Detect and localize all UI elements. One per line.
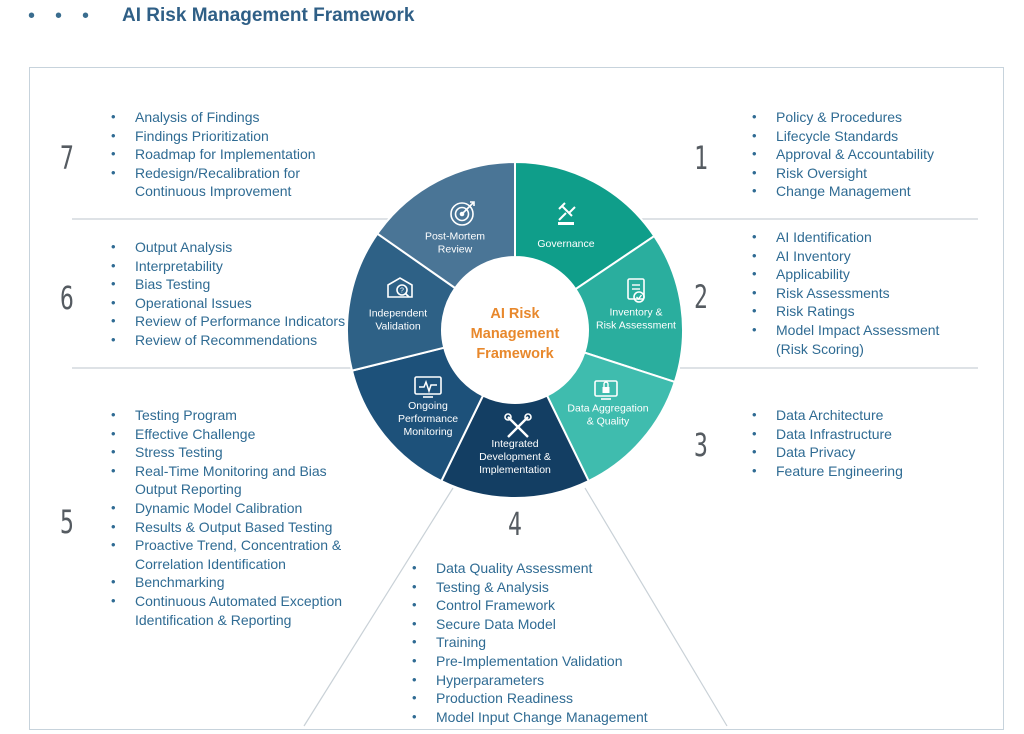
segment-label-ongoing-monitoring-3: Monitoring xyxy=(403,426,452,438)
list-item: Change Management xyxy=(752,182,1006,201)
list-item: Risk Ratings xyxy=(752,302,1006,321)
center-title-line-3: Framework xyxy=(476,346,554,362)
gavel-icon xyxy=(558,202,576,225)
center-title-line-1: AI Risk xyxy=(490,306,540,322)
segment-label-data-aggregation-1: Data Aggregation xyxy=(567,403,648,415)
list-item: Risk Oversight xyxy=(752,164,1006,183)
section-number-2: 2 xyxy=(694,278,708,316)
segment-label-data-aggregation-2: & Quality xyxy=(587,416,630,428)
list-item: Interpretability xyxy=(111,257,385,276)
list-item: Data Infrastructure xyxy=(752,425,1006,444)
segment-label-ongoing-monitoring-2: Performance xyxy=(398,413,458,425)
list-item: Bias Testing xyxy=(111,275,385,294)
list-item: Production Readiness xyxy=(412,689,706,708)
segment-label-inventory-2: Risk Assessment xyxy=(596,320,676,332)
list-item: Operational Issues xyxy=(111,294,385,313)
list-item: Analysis of Findings xyxy=(111,108,380,127)
list-item: Data Quality Assessment xyxy=(412,559,706,578)
list-item: Results & Output Based Testing xyxy=(111,518,380,537)
segment-label-post-mortem-2: Review xyxy=(438,244,473,256)
list-item: Testing Program xyxy=(111,406,380,425)
target-icon xyxy=(450,201,475,226)
list-item: Real-Time Monitoring and Bias Output Rep… xyxy=(111,462,335,499)
list-item: Proactive Trend, Concentration & Correla… xyxy=(111,536,353,573)
section-number-6: 6 xyxy=(60,279,74,317)
list-item: AI Identification xyxy=(752,228,1006,247)
list-item: Review of Recommendations xyxy=(111,331,385,350)
list-item: Secure Data Model xyxy=(412,615,706,634)
section-number-3: 3 xyxy=(694,426,708,464)
segment-label-governance-1: Governance xyxy=(537,238,594,250)
list-item: Feature Engineering xyxy=(752,462,1006,481)
page-header: ••• AI Risk Management Framework xyxy=(0,0,1024,34)
list-item: Model Input Change Management xyxy=(412,708,706,727)
header-dots-icon: ••• xyxy=(28,5,110,27)
list-item: Approval & Accountability xyxy=(752,145,1006,164)
list-item: Risk Assessments xyxy=(752,284,1006,303)
svg-text:?: ? xyxy=(400,288,404,295)
section-number-4: 4 xyxy=(508,505,522,543)
segment-label-integrated-development-2: Development & xyxy=(479,451,551,463)
list-item: Data Architecture xyxy=(752,406,1006,425)
list-item: Policy & Procedures xyxy=(752,108,1006,127)
document-check-icon xyxy=(627,278,645,303)
search-document-icon: ? xyxy=(387,277,413,298)
list-item: Stress Testing xyxy=(111,443,380,462)
section-5-list: Testing Program Effective Challenge Stre… xyxy=(109,406,380,629)
list-item: AI Inventory xyxy=(752,247,1006,266)
list-item: Pre-Implementation Validation xyxy=(412,652,706,671)
section-number-1: 1 xyxy=(694,139,708,177)
list-item: Control Framework xyxy=(412,596,706,615)
section-number-5: 5 xyxy=(60,503,74,541)
list-item: Benchmarking xyxy=(111,573,380,592)
list-item: Effective Challenge xyxy=(111,425,380,444)
section-7-list: Analysis of Findings Findings Prioritiza… xyxy=(109,108,380,201)
section-1-list: Policy & Procedures Lifecycle Standards … xyxy=(750,108,1006,201)
lock-screen-icon xyxy=(594,380,618,400)
list-item: Testing & Analysis xyxy=(412,578,706,597)
center-title-line-2: Management xyxy=(471,326,560,342)
segment-label-ongoing-monitoring-1: Ongoing xyxy=(408,400,448,412)
section-4-list: Data Quality Assessment Testing & Analys… xyxy=(410,559,706,726)
segment-label-inventory-1: Inventory & xyxy=(609,307,662,319)
segment-label-integrated-development-3: Implementation xyxy=(479,464,551,476)
list-item: Hyperparameters xyxy=(412,671,706,690)
wheel-center-circle xyxy=(442,257,588,403)
list-item: Applicability xyxy=(752,265,1006,284)
page-title: AI Risk Management Framework xyxy=(122,5,415,26)
section-2-list: AI Identification AI Inventory Applicabi… xyxy=(750,228,1006,358)
list-item: Dynamic Model Calibration xyxy=(111,499,380,518)
divider-line-5-4 xyxy=(303,487,454,727)
tools-icon xyxy=(504,413,532,438)
monitor-pulse-icon xyxy=(414,376,442,398)
list-item: Output Analysis xyxy=(111,238,385,257)
list-item: Redesign/Recalibration for Continuous Im… xyxy=(111,164,330,201)
segment-label-integrated-development-1: Integrated xyxy=(491,438,538,450)
segment-label-post-mortem-1: Post-Mortem xyxy=(425,231,485,243)
list-item: Continuous Automated Exception Identific… xyxy=(111,592,353,629)
list-item: Data Privacy xyxy=(752,443,1006,462)
list-item: Lifecycle Standards xyxy=(752,127,1006,146)
segment-label-independent-validation-2: Validation xyxy=(375,321,420,333)
list-item: Model Impact Assessment (Risk Scoring) xyxy=(752,321,966,358)
list-item: Findings Prioritization xyxy=(111,127,380,146)
section-number-7: 7 xyxy=(60,139,74,177)
section-6-list: Output Analysis Interpretability Bias Te… xyxy=(109,238,385,350)
list-item: Roadmap for Implementation xyxy=(111,145,380,164)
list-item: Review of Performance Indicators xyxy=(111,312,385,331)
section-3-list: Data Architecture Data Infrastructure Da… xyxy=(750,406,1006,480)
list-item: Training xyxy=(412,633,706,652)
diagram-frame xyxy=(29,67,1004,730)
